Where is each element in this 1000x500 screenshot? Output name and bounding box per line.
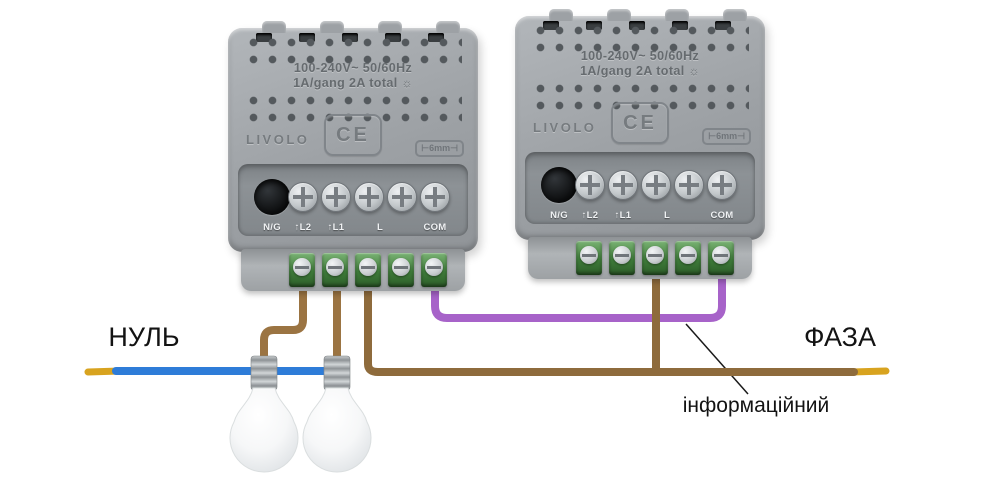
terminal-block-screw xyxy=(712,246,730,264)
vent-holes-middle xyxy=(531,80,749,112)
mounting-tab xyxy=(723,9,747,21)
terminal-label-l1: ↑L1 xyxy=(327,222,345,233)
terminal-block-screw xyxy=(392,258,410,276)
bulb-screw-cap xyxy=(250,355,278,391)
terminal-block-screw xyxy=(679,246,697,264)
terminal-screw-l2 xyxy=(575,170,605,200)
terminal-label-com: COM xyxy=(423,222,447,233)
terminal-screw-l1 xyxy=(608,170,638,200)
spec-line2: 1A/gang 2A total ☼ xyxy=(580,64,700,78)
mounting-tab xyxy=(320,21,344,33)
spec-line1: 100-240V~ 50/60Hz xyxy=(293,61,413,75)
terminal-label-l: L xyxy=(376,222,384,233)
livolo-logo: LIVOLO xyxy=(246,132,310,147)
mounting-tab xyxy=(665,9,689,21)
terminal-screw-com xyxy=(420,182,450,212)
green-terminal xyxy=(609,241,635,275)
terminal-block-screw xyxy=(359,258,377,276)
vent-holes-middle xyxy=(244,92,462,124)
terminal-screw-l2 xyxy=(288,182,318,212)
green-terminal xyxy=(322,253,348,287)
strip-gauge-badge: ⊢6mm⊣ xyxy=(702,128,751,145)
terminal-block-screw xyxy=(646,246,664,264)
terminal-label-ng: N/G xyxy=(550,210,568,221)
terminal-screw-l1 xyxy=(321,182,351,212)
wire-port-hole xyxy=(254,179,290,215)
neutral-label: НУЛЬ xyxy=(108,322,180,352)
bulb-glass xyxy=(302,387,372,473)
vent-holes-top xyxy=(531,22,749,54)
terminal-label-l2: ↑L2 xyxy=(581,210,599,221)
terminal-block-screw xyxy=(293,258,311,276)
spec-line1: 100-240V~ 50/60Hz xyxy=(580,49,700,63)
terminal-label-l1: ↑L1 xyxy=(614,210,632,221)
terminal-screw-aux xyxy=(387,182,417,212)
terminal-label-com: COM xyxy=(710,210,734,221)
switch-module-right: 100-240V~ 50/60Hz 1A/gang 2A total ☼ LIV… xyxy=(515,9,765,279)
terminal-block-strip xyxy=(241,249,465,291)
terminal-screw-aux xyxy=(674,170,704,200)
bulb-screw-cap xyxy=(323,355,351,391)
terminal-label-ng: N/G xyxy=(263,222,281,233)
vent-holes-top xyxy=(244,34,462,66)
info-wire-label: інформаційний xyxy=(682,394,830,417)
mounting-tab xyxy=(262,21,286,33)
ce-mark: CE xyxy=(611,102,669,144)
livolo-logo: LIVOLO xyxy=(533,120,597,135)
mounting-tab xyxy=(436,21,460,33)
phase-wire xyxy=(364,254,858,376)
spec-text: 100-240V~ 50/60Hz 1A/gang 2A total ☼ xyxy=(515,49,765,79)
spec-line2: 1A/gang 2A total ☼ xyxy=(293,76,413,90)
strip-gauge-badge: ⊢6mm⊣ xyxy=(415,140,464,157)
mounting-tab xyxy=(378,21,402,33)
terminal-label-l: L xyxy=(663,210,671,221)
green-terminal xyxy=(388,253,414,287)
light-bulb-1 xyxy=(229,355,299,473)
bulb-glass xyxy=(229,387,299,473)
light-bulb-2 xyxy=(302,355,372,473)
terminal-screw-l xyxy=(354,182,384,212)
green-terminal xyxy=(708,241,734,275)
terminal-block-screw xyxy=(326,258,344,276)
green-terminal xyxy=(421,253,447,287)
terminal-screw-l xyxy=(641,170,671,200)
green-terminal xyxy=(576,241,602,275)
terminal-block-screw xyxy=(580,246,598,264)
phase-label: ФАЗА xyxy=(804,322,876,352)
terminal-block-screw xyxy=(425,258,443,276)
switch-module-left: 100-240V~ 50/60Hz 1A/gang 2A total ☼ LIV… xyxy=(228,21,478,291)
spec-text: 100-240V~ 50/60Hz 1A/gang 2A total ☼ xyxy=(228,61,478,91)
brightness-icon: ☼ xyxy=(688,64,700,78)
mounting-tab xyxy=(607,9,631,21)
terminal-screw-com xyxy=(707,170,737,200)
wire-port-hole xyxy=(541,167,577,203)
terminal-label-l2: ↑L2 xyxy=(294,222,312,233)
lamp1-wire xyxy=(260,254,307,376)
mounting-tab xyxy=(549,9,573,21)
terminal-block-screw xyxy=(613,246,631,264)
green-terminal xyxy=(675,241,701,275)
info-wire xyxy=(431,244,726,322)
info-pointer-line xyxy=(685,323,749,395)
green-terminal xyxy=(642,241,668,275)
brightness-icon: ☼ xyxy=(401,76,413,90)
green-terminal xyxy=(355,253,381,287)
green-terminal xyxy=(289,253,315,287)
terminal-block-strip xyxy=(528,237,752,279)
ce-mark: CE xyxy=(324,114,382,156)
